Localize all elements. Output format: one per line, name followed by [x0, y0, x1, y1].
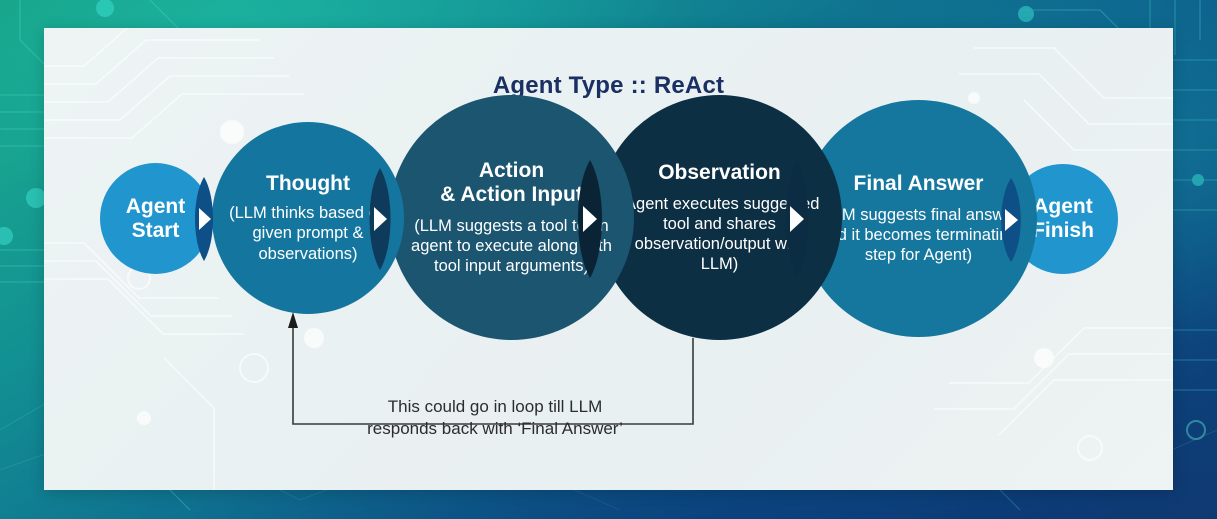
- play-arrow-icon: [583, 206, 597, 232]
- node-observation-body: (Agent executes suggested tool and share…: [619, 194, 820, 274]
- lens-shape-icon: [1001, 178, 1021, 262]
- loop-annotation-line-2: responds back with ‘Final Answer’: [367, 419, 623, 439]
- node-thought-body: (LLM thinks based on given prompt & obse…: [229, 204, 387, 263]
- node-action-heading: Action & Action Input: [440, 158, 583, 206]
- lens-shape-icon: [195, 177, 213, 261]
- play-arrow-icon: [790, 206, 804, 232]
- loop-arrowhead-icon: [288, 312, 298, 328]
- panel-circuit-pattern-icon: [44, 28, 1173, 490]
- connector-action-to-observation: [564, 160, 616, 278]
- connector-start-to-thought: [186, 177, 222, 261]
- page-title: Agent Type :: ReAct: [492, 72, 725, 99]
- loop-annotation-line-1: This could go in loop till LLM: [387, 397, 603, 416]
- lens-shape-icon: [578, 160, 602, 278]
- node-action-body: (LLM suggests a tool to an agent to exec…: [411, 216, 612, 275]
- node-agent-finish-heading: Agent Finish: [1032, 195, 1094, 242]
- node-final-answer-heading: Final Answer: [853, 171, 984, 195]
- connector-final-to-finish: [992, 178, 1030, 262]
- play-arrow-icon: [1005, 209, 1018, 231]
- connector-thought-to-action: [358, 168, 402, 270]
- loop-annotation: This could go in loop till LLM responds …: [350, 396, 640, 440]
- play-arrow-icon: [199, 208, 211, 230]
- node-agent-start[interactable]: Agent Start: [100, 163, 211, 274]
- connector-observation-to-final: [772, 162, 822, 276]
- play-arrow-icon: [374, 207, 387, 231]
- node-thought-heading: Thought: [266, 172, 350, 196]
- lens-shape-icon: [369, 168, 391, 270]
- node-observation-heading: Observation: [658, 160, 781, 184]
- lens-shape-icon: [785, 162, 809, 276]
- node-final-answer-body: (LLM suggests final answer and it become…: [818, 205, 1019, 265]
- node-agent-start-heading: Agent Start: [125, 194, 186, 242]
